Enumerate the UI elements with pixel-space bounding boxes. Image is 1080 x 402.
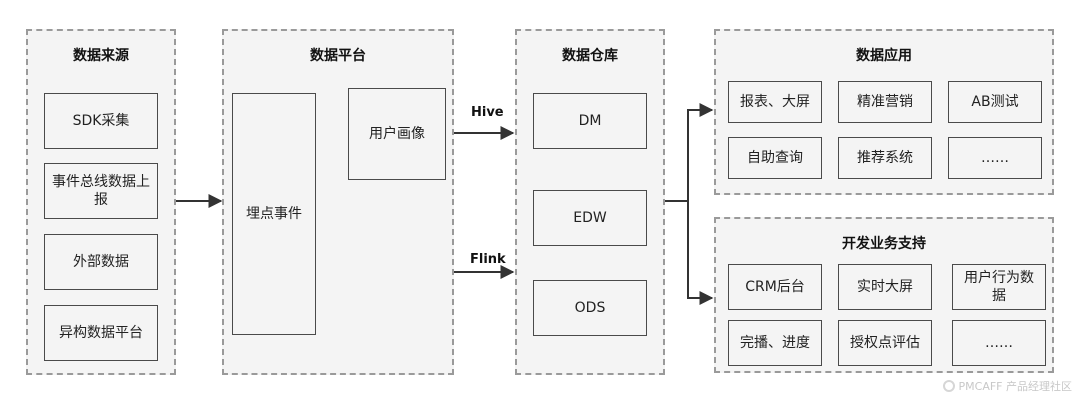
- edge-label-hive: Hive: [471, 105, 504, 120]
- group-title-warehouse: 数据仓库: [562, 48, 618, 64]
- group-data-warehouse: 数据仓库 DM EDW ODS: [515, 29, 665, 375]
- biz-realtime-screen: 实时大屏: [838, 264, 932, 310]
- source-heterogeneous: 异构数据平台: [44, 305, 158, 361]
- arrow-to-business: [687, 201, 714, 305]
- app-ab-test: AB测试: [948, 81, 1042, 123]
- platform-event-tracking: 埋点事件: [232, 93, 316, 335]
- source-event-bus: 事件总线数据上报: [44, 163, 158, 219]
- warehouse-ods: ODS: [533, 280, 647, 336]
- biz-user-behavior: 用户行为数据: [952, 264, 1046, 310]
- app-more: ……: [948, 137, 1042, 179]
- app-self-query: 自助查询: [728, 137, 822, 179]
- group-title-apps: 数据应用: [856, 48, 912, 64]
- arrow-to-apps: [687, 103, 714, 201]
- biz-playback-progress: 完播、进度: [728, 320, 822, 366]
- group-title-business: 开发业务支持: [842, 236, 926, 252]
- warehouse-edw: EDW: [533, 190, 647, 246]
- group-data-applications: 数据应用 报表、大屏 精准营销 AB测试 自助查询 推荐系统 ……: [714, 29, 1054, 195]
- group-title-platform: 数据平台: [310, 48, 366, 64]
- source-sdk: SDK采集: [44, 93, 158, 149]
- biz-crm: CRM后台: [728, 264, 822, 310]
- app-reports: 报表、大屏: [728, 81, 822, 123]
- group-business-support: 开发业务支持 CRM后台 实时大屏 用户行为数据 完播、进度 授权点评估 ……: [714, 217, 1054, 373]
- platform-user-profile: 用户画像: [348, 88, 446, 180]
- source-external: 外部数据: [44, 234, 158, 290]
- group-data-sources: 数据来源 SDK采集 事件总线数据上报 外部数据 异构数据平台: [26, 29, 176, 375]
- app-recommendation: 推荐系统: [838, 137, 932, 179]
- warehouse-dm: DM: [533, 93, 647, 149]
- app-precision-marketing: 精准营销: [838, 81, 932, 123]
- watermark-logo-icon: [942, 380, 955, 392]
- watermark: PMCAFF 产品经理社区: [942, 378, 1072, 394]
- biz-authorization-eval: 授权点评估: [838, 320, 932, 366]
- biz-more: ……: [952, 320, 1046, 366]
- edge-label-flink: Flink: [470, 252, 506, 267]
- group-title-sources: 数据来源: [73, 48, 129, 64]
- watermark-text: PMCAFF 产品经理社区: [958, 380, 1072, 393]
- group-data-platform: 数据平台 埋点事件 用户画像: [222, 29, 454, 375]
